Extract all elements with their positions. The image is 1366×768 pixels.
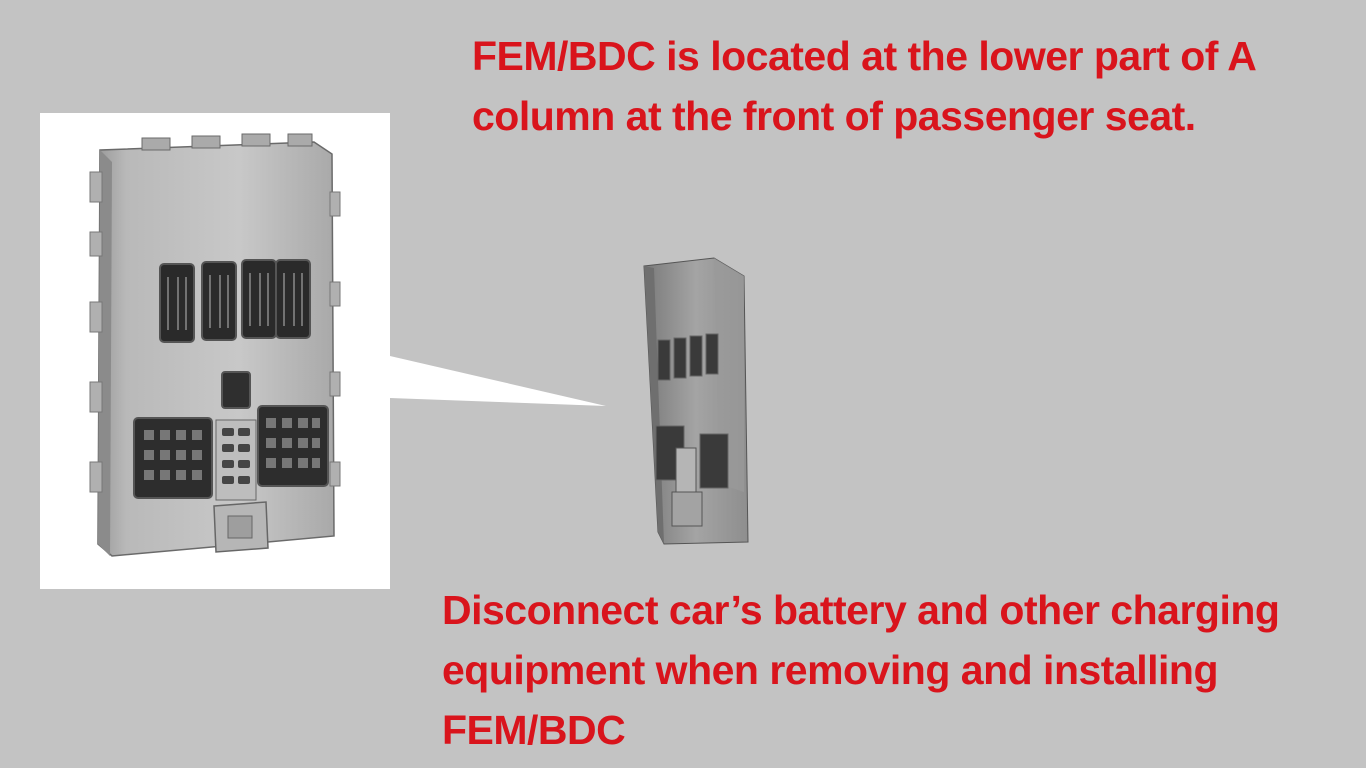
- location-caption: FEM/BDC is located at the lower part of …: [472, 33, 1255, 139]
- fem-bdc-module-in-position: [643, 257, 749, 545]
- warning-caption: Disconnect car’s battery and other charg…: [442, 587, 1280, 753]
- fem-bdc-module-closeup: [89, 133, 341, 557]
